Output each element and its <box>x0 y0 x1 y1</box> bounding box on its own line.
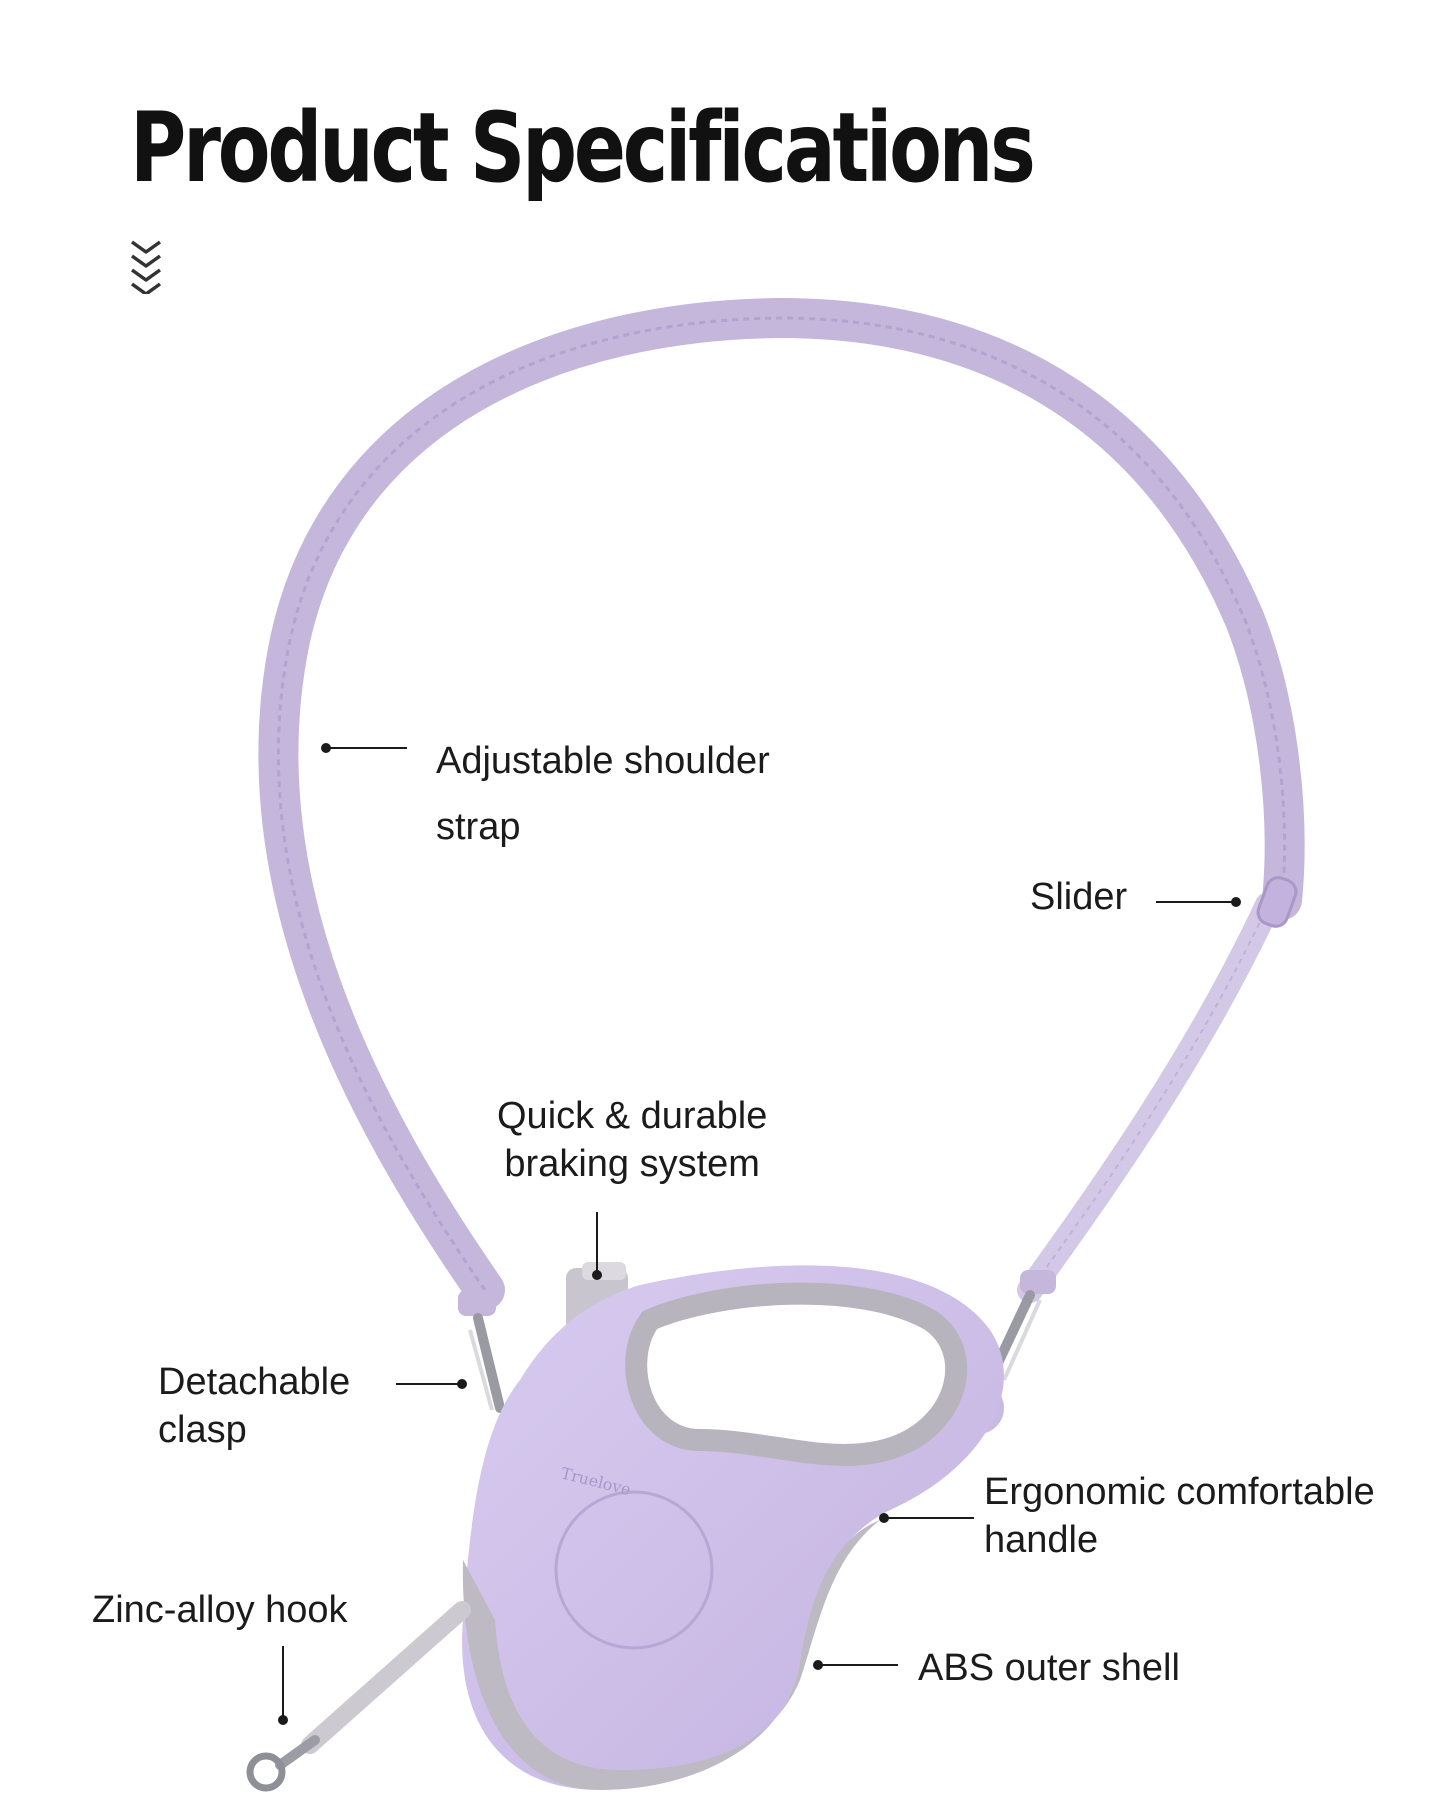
callout-abs-outer-shell-text: ABS outer shell <box>918 1647 1180 1689</box>
callout-braking-system: Quick & durable braking system <box>497 1092 767 1188</box>
leash-body: Truelove <box>462 1265 1004 1790</box>
callout-braking-system-line2: braking system <box>504 1143 760 1185</box>
page-title: Product Specifications <box>130 92 1036 204</box>
callout-shoulder-strap-line1: Adjustable shoulder <box>436 740 770 782</box>
callout-ergonomic-handle: Ergonomic comfortable handle <box>984 1468 1375 1564</box>
callout-slider-text: Slider <box>1030 876 1128 918</box>
callout-ergonomic-handle-line2: handle <box>984 1519 1099 1561</box>
callout-zinc-alloy-hook: Zinc-alloy hook <box>92 1586 348 1634</box>
callout-ergonomic-handle-line1: Ergonomic comfortable <box>984 1471 1375 1513</box>
tape-and-hook <box>246 1601 471 1792</box>
callout-abs-outer-shell: ABS outer shell <box>918 1644 1180 1692</box>
callout-shoulder-strap: Adjustable shoulder strap <box>436 728 770 860</box>
callout-shoulder-strap-line2: strap <box>436 806 521 848</box>
callout-zinc-alloy-hook-text: Zinc-alloy hook <box>92 1589 348 1631</box>
callout-lines <box>278 743 1241 1725</box>
callout-detachable-clasp-line2: clasp <box>158 1409 247 1451</box>
callout-slider: Slider <box>1030 873 1127 921</box>
triple-chevron-down-icon <box>130 240 162 294</box>
callout-braking-system-line1: Quick & durable <box>497 1095 768 1137</box>
callout-detachable-clasp-line1: Detachable <box>158 1361 351 1403</box>
shoulder-strap <box>258 297 1305 1310</box>
slider-buckle <box>1256 876 1298 928</box>
callout-detachable-clasp: Detachable clasp <box>158 1358 350 1454</box>
